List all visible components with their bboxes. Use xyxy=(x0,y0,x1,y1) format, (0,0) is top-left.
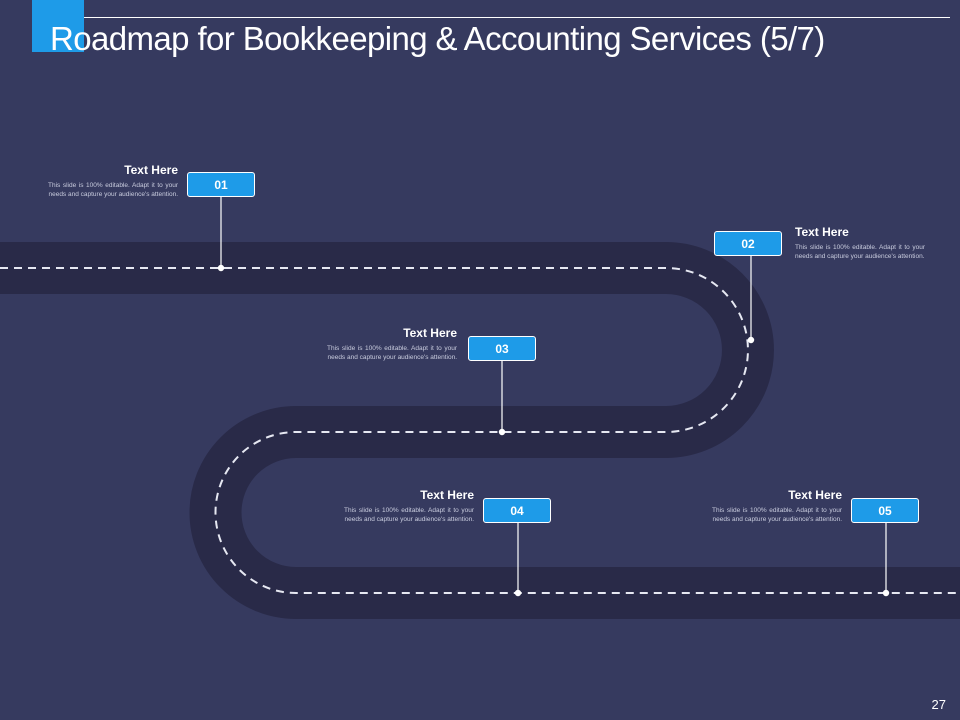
milestone-05-text: Text Here This slide is 100% editable. A… xyxy=(712,488,842,524)
milestone-01-dot xyxy=(217,264,225,272)
title-rule xyxy=(84,17,950,18)
milestone-02-dot xyxy=(747,336,755,344)
milestone-heading: Text Here xyxy=(420,488,474,502)
milestone-03-badge: 03 xyxy=(468,336,536,361)
milestone-05-dot xyxy=(882,589,890,597)
milestone-02-badge: 02 xyxy=(714,231,782,256)
milestone-01-badge: 01 xyxy=(187,172,255,197)
milestone-heading: Text Here xyxy=(403,326,457,340)
milestone-heading: Text Here xyxy=(788,488,842,502)
slide-title: Roadmap for Bookkeeping & Accounting Ser… xyxy=(50,20,825,57)
milestone-01-text: Text Here This slide is 100% editable. A… xyxy=(48,163,178,199)
milestone-heading: Text Here xyxy=(795,225,849,239)
milestone-05-badge: 05 xyxy=(851,498,919,523)
milestone-heading: Text Here xyxy=(124,163,178,177)
milestone-04-badge: 04 xyxy=(483,498,551,523)
milestone-04-dot xyxy=(514,589,522,597)
milestone-description: This slide is 100% editable. Adapt it to… xyxy=(795,244,925,261)
milestone-02-text: Text Here This slide is 100% editable. A… xyxy=(795,225,925,261)
title-accent-square xyxy=(32,0,84,52)
page-number: 27 xyxy=(931,697,946,712)
milestone-description: This slide is 100% editable. Adapt it to… xyxy=(48,182,178,199)
milestone-03-text: Text Here This slide is 100% editable. A… xyxy=(327,326,457,362)
road-surface xyxy=(0,242,960,619)
milestone-description: This slide is 100% editable. Adapt it to… xyxy=(344,507,474,524)
milestone-03-dot xyxy=(498,428,506,436)
milestone-description: This slide is 100% editable. Adapt it to… xyxy=(327,345,457,362)
milestone-description: This slide is 100% editable. Adapt it to… xyxy=(712,507,842,524)
milestone-04-text: Text Here This slide is 100% editable. A… xyxy=(344,488,474,524)
road-centerline xyxy=(0,267,960,594)
